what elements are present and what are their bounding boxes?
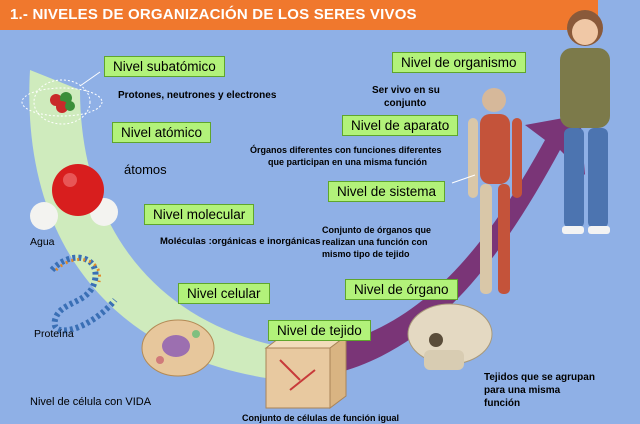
system-description-3: mismo tipo de tejido [322, 249, 410, 259]
water-label: Agua [30, 236, 55, 248]
connector-line [451, 174, 476, 184]
level-organ: Nivel de órgano [345, 279, 458, 300]
level-cellular: Nivel celular [178, 283, 270, 304]
organ-description-2: para una misma [484, 385, 561, 396]
apparatus-description-1: Órganos diferentes con funciones diferen… [250, 145, 442, 155]
atom-icon [21, 79, 103, 125]
cell-life-label: Nivel de célula con VIDA [30, 396, 152, 408]
water-molecule-icon [30, 164, 118, 230]
atomic-description: átomos [124, 162, 167, 177]
level-atomic: Nivel atómico [112, 122, 212, 143]
apparatus-description-2: que participan en una misma función [268, 157, 428, 167]
human-anatomy-icon [468, 88, 522, 294]
level-subatomic: Nivel subatómico [104, 56, 225, 77]
tissue-description-cut: Conjunto de células de función igual [242, 413, 400, 423]
tissue-block-icon [264, 335, 348, 409]
system-description-2: realizan una función con [322, 237, 428, 247]
level-molecular: Nivel molecular [144, 204, 255, 225]
title-banner: 1.- NIVELES DE ORGANIZACIÓN DE LOS SERES… [0, 0, 598, 30]
protein-label: Proteína [34, 328, 74, 340]
skull-icon [407, 303, 493, 370]
level-tissue: Nivel de tejido [268, 320, 371, 341]
level-system: Nivel de sistema [328, 181, 446, 202]
organ-description-3: función [484, 398, 521, 409]
protein-chain-icon [49, 254, 118, 334]
person-photo-icon [560, 10, 610, 234]
organism-description-1: Ser vivo en su [372, 85, 440, 96]
system-description-1: Conjunto de órganos que [322, 225, 431, 235]
page-title: 1.- NIVELES DE ORGANIZACIÓN DE LOS SERES… [10, 6, 417, 23]
organ-description-1: Tejidos que se agrupan [484, 372, 595, 383]
connector-line [79, 71, 101, 87]
level-organism: Nivel de organismo [392, 52, 526, 73]
molecular-description: Moléculas :orgánicas e inorgánicas [160, 236, 321, 247]
level-apparatus: Nivel de aparato [342, 115, 459, 136]
subatomic-description: Protones, neutrones y electrones [118, 90, 277, 101]
organism-description-2: conjunto [384, 98, 427, 109]
cell-icon [141, 319, 215, 377]
